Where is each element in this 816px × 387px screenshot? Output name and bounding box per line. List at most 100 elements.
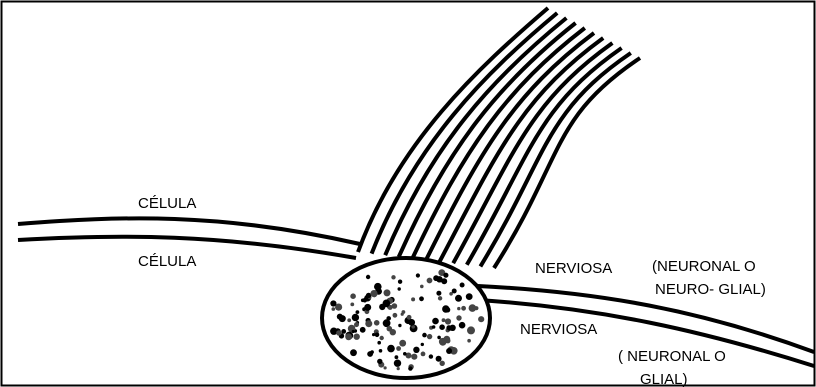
note-upper-line2: NEURO- GLIAL)	[655, 281, 766, 298]
granule-dot	[478, 316, 484, 322]
cell-label-lower: CÉLULA	[138, 253, 196, 270]
granule-dot	[445, 318, 451, 324]
granule-dot	[436, 276, 442, 282]
granule-dot	[393, 313, 398, 318]
granule-dot	[375, 333, 380, 338]
granule-dot	[370, 290, 377, 297]
note-lower-line1: ( NEURONAL O	[618, 348, 726, 365]
granule-dot	[398, 324, 401, 327]
granule-dot	[437, 336, 441, 340]
granule-dot	[459, 322, 466, 329]
granule-dot	[420, 285, 424, 289]
granule-dot	[332, 307, 336, 311]
granule-dot	[411, 354, 417, 360]
granule-dot	[336, 330, 341, 335]
granule-dot	[439, 324, 445, 330]
granule-dot	[366, 275, 370, 279]
granule-dot	[390, 329, 396, 335]
granule-dot	[411, 297, 415, 301]
granule-dot	[352, 330, 355, 333]
granule-dot	[377, 359, 382, 364]
granule-dot	[387, 345, 395, 353]
granule-dot	[457, 307, 460, 310]
granule-dot	[460, 283, 465, 288]
granule-dot	[446, 348, 452, 354]
granule-dot	[452, 289, 457, 294]
granule-dot	[403, 352, 407, 356]
granule-dot	[379, 349, 383, 353]
granule-dot	[356, 310, 360, 314]
granule-dot	[446, 325, 451, 330]
cell-label-upper: CÉLULA	[138, 195, 196, 212]
granule-dot	[337, 314, 343, 320]
granule-dot	[408, 319, 415, 326]
granule-dot	[408, 366, 412, 370]
granule-dot	[436, 291, 441, 296]
granule-dot	[421, 352, 426, 357]
granule-dot	[364, 304, 371, 311]
granule-dot	[422, 333, 427, 338]
granule-dot	[361, 299, 365, 303]
granule-dot	[350, 349, 357, 356]
nerve-label-upper: NERVIOSA	[535, 260, 612, 277]
granule-dot	[345, 333, 352, 340]
nerve-label-lower: NERVIOSA	[520, 321, 597, 338]
granule-dot	[365, 320, 372, 327]
granule-dot	[443, 336, 450, 343]
granule-dot	[442, 318, 446, 322]
granule-dot	[416, 273, 420, 277]
granule-dot	[352, 314, 359, 321]
granule-dot	[427, 334, 432, 339]
granule-dot	[467, 339, 471, 343]
granule-dot	[380, 336, 384, 340]
granule-dot	[407, 315, 412, 320]
granule-dot	[347, 318, 351, 322]
granule-dot	[395, 355, 399, 359]
nerve-fiber	[480, 53, 630, 266]
granule-dot	[384, 366, 387, 369]
granule-dot	[394, 360, 401, 367]
fiber-bundle	[358, 8, 640, 268]
granule-dot	[350, 303, 354, 307]
granule-dot	[442, 305, 449, 312]
granule-dot	[461, 306, 466, 311]
granule-dot	[427, 278, 433, 284]
granule-dot	[413, 347, 419, 353]
granule-dot	[341, 329, 346, 334]
granule-dot	[466, 293, 473, 300]
granule-dot	[438, 296, 442, 300]
granule-dot	[354, 334, 360, 340]
granule-dot	[330, 300, 336, 306]
granule-dot	[397, 367, 400, 370]
granule-dot	[377, 341, 381, 345]
granule-dot	[421, 343, 424, 346]
granule-dot	[354, 322, 359, 327]
granule-dot	[440, 361, 445, 366]
granule-dot	[474, 306, 478, 310]
granule-dot	[384, 289, 391, 296]
granule-dot	[432, 325, 436, 329]
granule-dot	[443, 273, 448, 278]
granule-dot	[396, 346, 401, 351]
granule-dot	[383, 300, 391, 308]
granule-dot	[402, 310, 406, 314]
granule-dot	[429, 354, 433, 358]
granule-dot	[455, 295, 462, 302]
granule-dot	[360, 327, 366, 333]
granule-dot	[367, 351, 373, 357]
granule-dot	[399, 340, 406, 347]
note-lower-line2: GLIAL)	[640, 371, 688, 387]
granule-dot	[456, 315, 461, 320]
granule-dot	[350, 293, 356, 299]
granule-dot	[432, 318, 439, 325]
granule-dot	[398, 287, 401, 290]
granule-dot	[391, 275, 395, 279]
granule-dot	[398, 280, 402, 284]
granule-dot	[436, 356, 442, 362]
granule-dot	[467, 326, 475, 334]
granule-dot	[374, 320, 380, 326]
note-upper-line1: (NEURONAL O	[652, 258, 756, 275]
granule-dot	[419, 296, 424, 301]
